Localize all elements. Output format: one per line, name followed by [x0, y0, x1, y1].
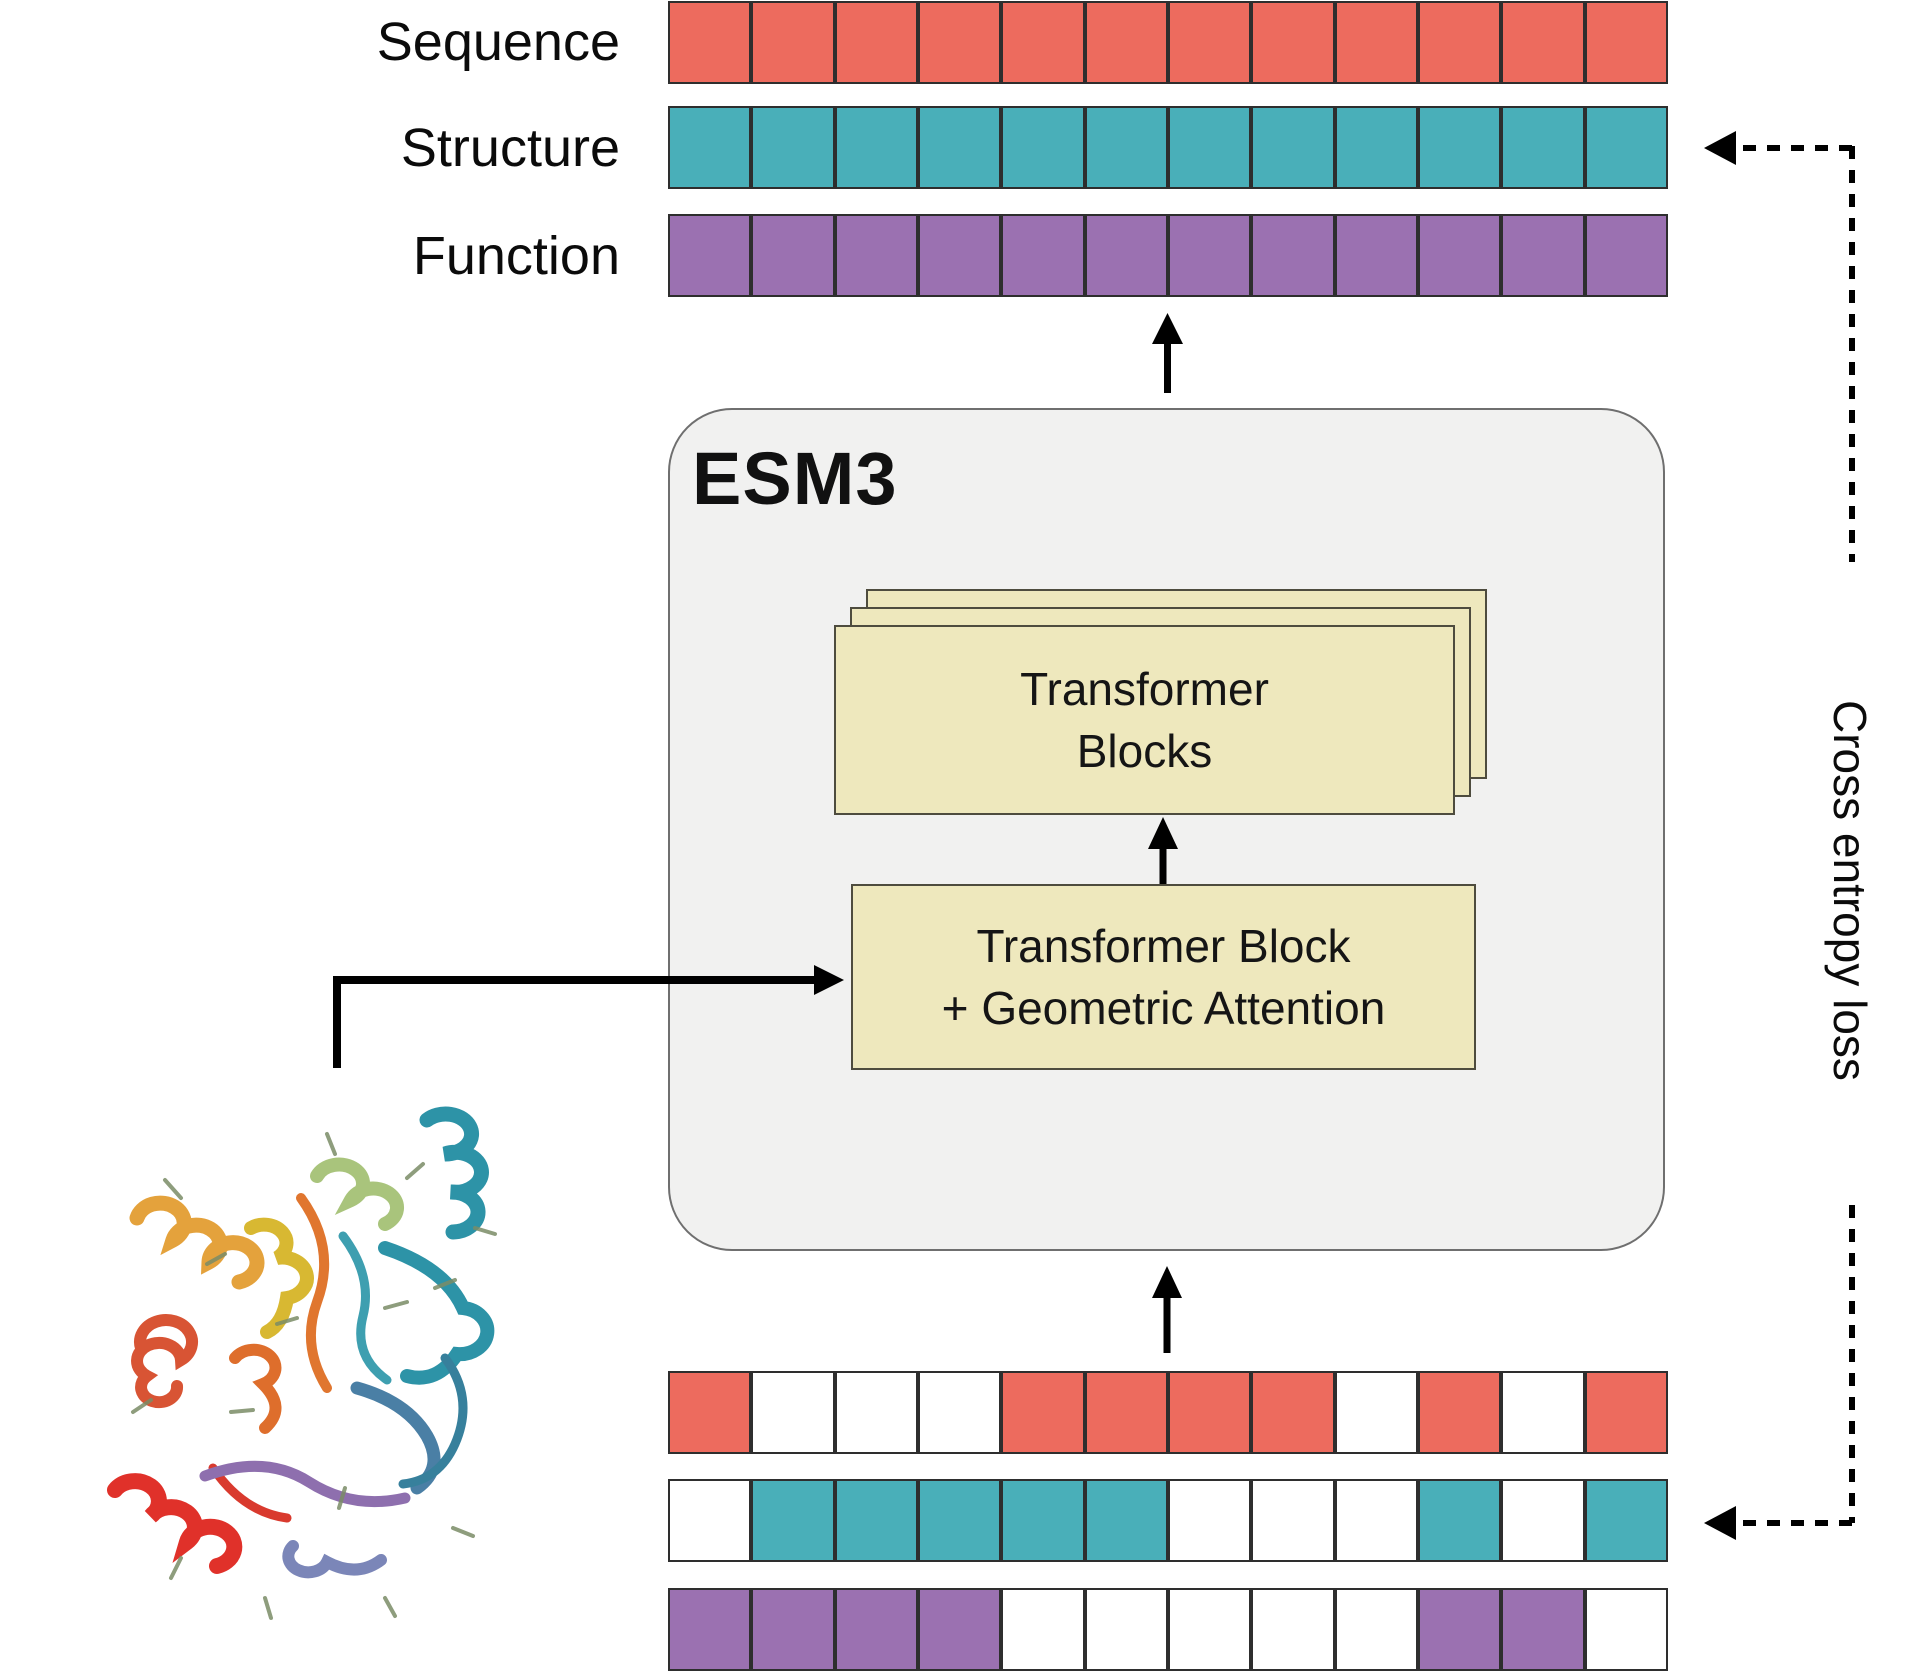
token-cell-masked	[1084, 1588, 1168, 1671]
token-cell-filled	[1584, 1479, 1668, 1562]
token-cell-filled	[1001, 1479, 1085, 1562]
token-cell-filled	[1334, 106, 1418, 189]
token-cell-filled	[668, 1, 752, 84]
token-cell-filled	[1417, 106, 1502, 189]
token-cell-filled	[1417, 1588, 1502, 1671]
sequence-output-track	[668, 1, 1668, 84]
function-masked-track	[668, 1588, 1668, 1671]
token-cell-filled	[751, 106, 835, 189]
token-cell-filled	[751, 1588, 835, 1671]
token-cell-masked	[1584, 1588, 1668, 1671]
token-cell-masked	[834, 1371, 918, 1454]
token-cell-filled	[1417, 214, 1502, 297]
token-cell-filled	[917, 1479, 1002, 1562]
token-cell-filled	[1334, 214, 1418, 297]
arrow-up-outputs-icon	[1152, 313, 1183, 393]
loss-connector-top	[1704, 131, 1855, 562]
token-cell-filled	[1501, 214, 1585, 297]
token-cell-filled	[1084, 106, 1168, 189]
token-cell-filled	[1501, 1, 1585, 84]
cross-entropy-loss-label: Cross entropy loss	[1824, 699, 1876, 1081]
sequence-label: Sequence	[376, 12, 620, 72]
token-cell-filled	[834, 1479, 918, 1562]
protein-structure-image	[85, 1058, 505, 1638]
token-cell-masked	[1001, 1588, 1085, 1671]
token-cell-filled	[1417, 1, 1502, 84]
token-cell-filled	[1084, 1371, 1168, 1454]
token-cell-filled	[668, 106, 752, 189]
function-output-track	[668, 214, 1668, 297]
token-cell-filled	[1417, 1371, 1502, 1454]
token-cell-filled	[917, 1588, 1002, 1671]
token-cell-filled	[834, 1, 918, 84]
token-cell-masked	[1334, 1479, 1418, 1562]
structure-label: Structure	[400, 117, 620, 178]
function-label: Function	[412, 225, 620, 286]
token-cell-masked	[1251, 1479, 1335, 1562]
token-cell-masked	[1501, 1371, 1585, 1454]
token-cell-filled	[834, 106, 918, 189]
arrow-up-inputs-icon	[1152, 1266, 1182, 1353]
token-cell-masked	[1167, 1479, 1252, 1562]
structure-masked-track	[668, 1479, 1668, 1562]
token-cell-filled	[751, 214, 835, 297]
token-cell-filled	[1584, 1, 1668, 84]
token-cell-filled	[1001, 106, 1085, 189]
token-cell-filled	[917, 106, 1002, 189]
token-cell-filled	[1251, 214, 1335, 297]
token-cell-filled	[1251, 1371, 1335, 1454]
token-cell-filled	[917, 1, 1002, 84]
structure-output-track	[668, 106, 1668, 189]
token-cell-filled	[668, 1371, 752, 1454]
token-cell-filled	[1251, 106, 1335, 189]
geometric-attention-box: Transformer Block + Geometric Attention	[851, 884, 1476, 1070]
transformer-blocks-label-line1: Transformer	[1020, 663, 1269, 715]
token-cell-filled	[1084, 1, 1168, 84]
token-cell-filled	[1501, 1588, 1585, 1671]
sequence-masked-track	[668, 1371, 1668, 1454]
protein-ribbon-icon	[107, 1106, 497, 1620]
token-cell-filled	[1584, 214, 1668, 297]
token-cell-filled	[834, 214, 918, 297]
token-cell-filled	[668, 214, 752, 297]
token-cell-filled	[1001, 1, 1085, 84]
token-cell-filled	[1334, 1, 1418, 84]
token-cell-filled	[1251, 1, 1335, 84]
token-cell-masked	[668, 1479, 752, 1562]
token-cell-filled	[1501, 106, 1585, 189]
token-cell-masked	[1334, 1371, 1418, 1454]
token-cell-filled	[1084, 214, 1168, 297]
token-cell-filled	[1584, 1371, 1668, 1454]
token-cell-filled	[1001, 214, 1085, 297]
token-cell-masked	[751, 1371, 835, 1454]
token-cell-filled	[1167, 214, 1252, 297]
geometric-attention-label-line2: + Geometric Attention	[941, 982, 1386, 1034]
arrow-left-bottom-icon	[1704, 1506, 1736, 1540]
token-cell-filled	[1584, 106, 1668, 189]
transformer-blocks-box: Transformer Blocks	[834, 625, 1455, 815]
token-cell-filled	[1167, 1371, 1252, 1454]
token-cell-filled	[1084, 1479, 1168, 1562]
token-cell-masked	[1501, 1479, 1585, 1562]
token-cell-masked	[917, 1371, 1002, 1454]
token-cell-filled	[751, 1479, 835, 1562]
token-cell-filled	[1001, 1371, 1085, 1454]
arrow-left-top-icon	[1704, 131, 1736, 165]
token-cell-masked	[1167, 1588, 1252, 1671]
token-cell-masked	[1251, 1588, 1335, 1671]
token-cell-filled	[834, 1588, 918, 1671]
token-cell-filled	[751, 1, 835, 84]
esm3-title: ESM3	[692, 437, 898, 520]
token-cell-filled	[1167, 1, 1252, 84]
loss-connector-bottom	[1704, 1205, 1855, 1540]
token-cell-masked	[1334, 1588, 1418, 1671]
token-cell-filled	[917, 214, 1002, 297]
token-cell-filled	[1417, 1479, 1502, 1562]
geometric-attention-label-line1: Transformer Block	[976, 920, 1351, 972]
transformer-blocks-label-line2: Blocks	[1076, 725, 1213, 777]
token-cell-filled	[1167, 106, 1252, 189]
esm3-model-panel	[668, 408, 1665, 1251]
token-cell-filled	[668, 1588, 752, 1671]
